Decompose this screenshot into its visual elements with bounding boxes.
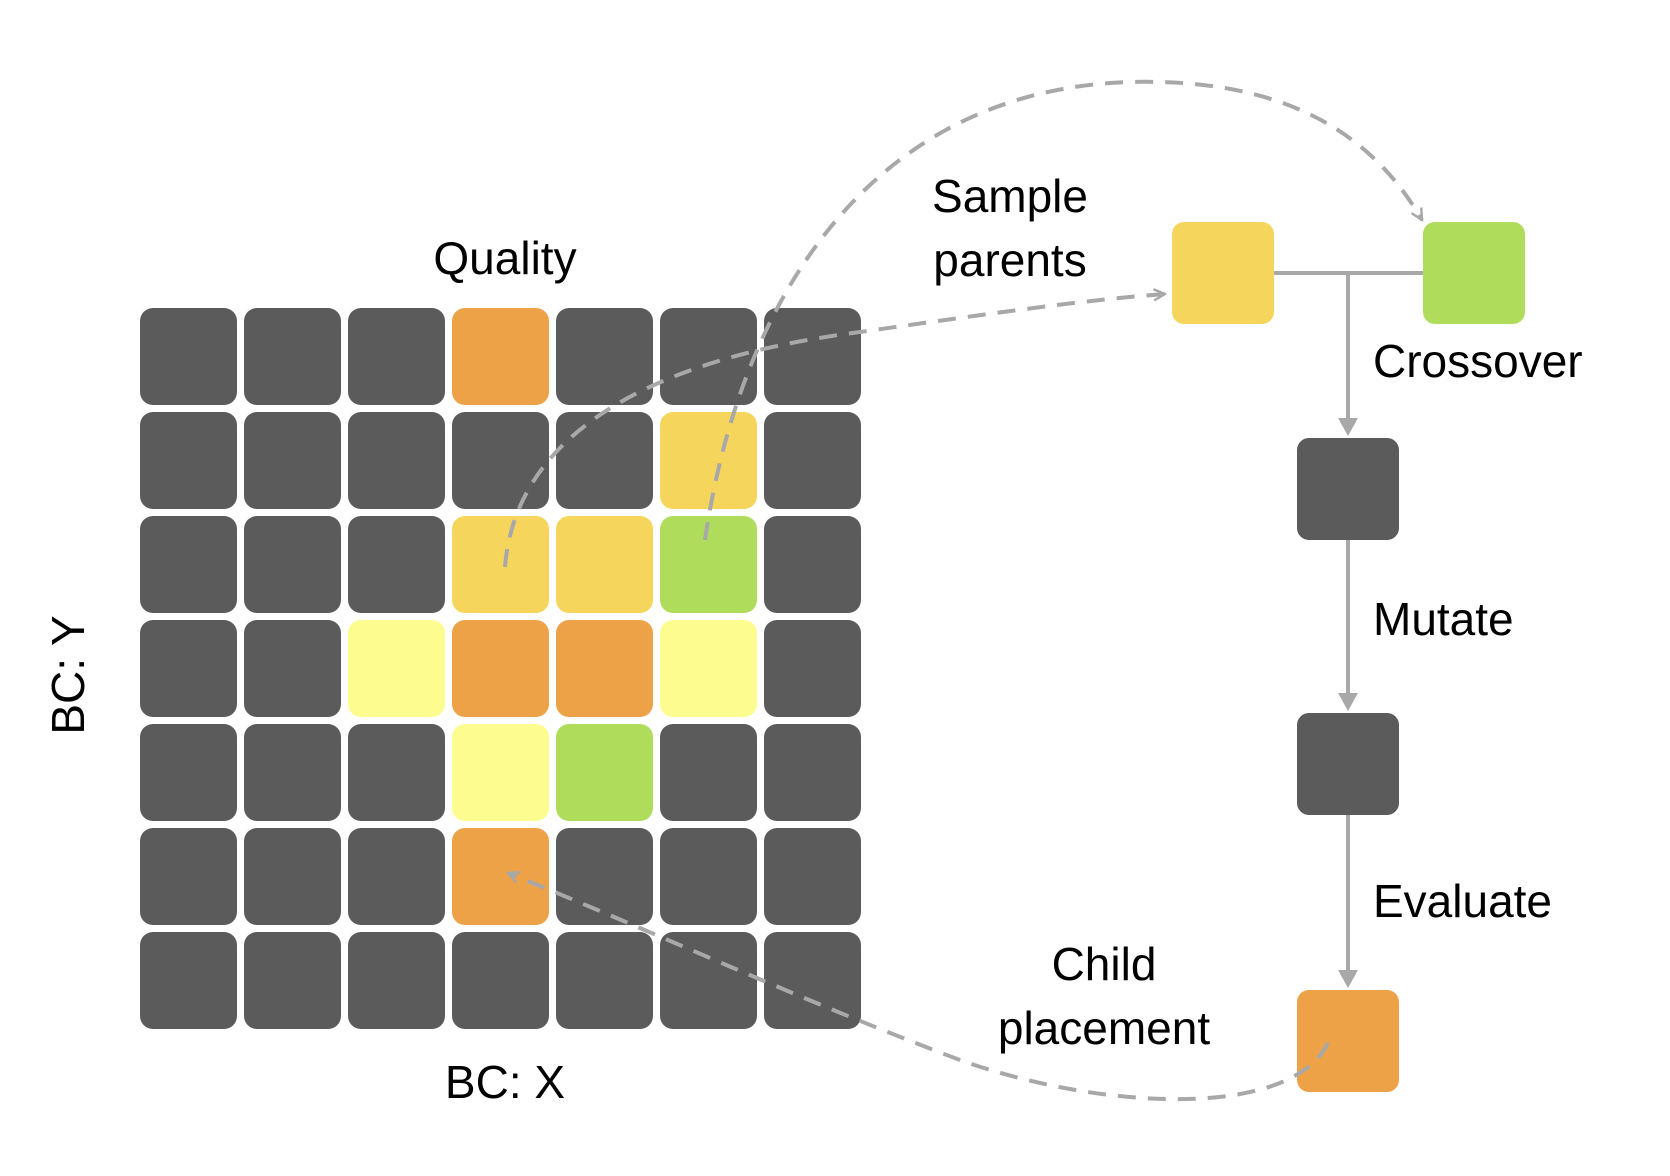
mutate-connector	[1338, 540, 1358, 711]
archive-cell-r4-c1-empty	[244, 724, 341, 821]
bc-x-axis-label: BC: X	[445, 1056, 565, 1108]
archive-cell-r4-c0-empty	[140, 724, 237, 821]
archive-cell-r4-c6-empty	[764, 724, 861, 821]
archive-cell-r1-c6-empty	[764, 412, 861, 509]
archive-cell-r6-c1-empty	[244, 932, 341, 1029]
crossover-label: Crossover	[1373, 335, 1583, 387]
archive-cell-r3-c6-empty	[764, 620, 861, 717]
archive-cell-r5-c0-empty	[140, 828, 237, 925]
archive-cell-r3-c3-filled	[452, 620, 549, 717]
archive-cell-r3-c2-filled	[348, 620, 445, 717]
archive-cell-r6-c2-empty	[348, 932, 445, 1029]
child-placement-label-line2: placement	[998, 1002, 1210, 1054]
archive-cell-r1-c5-filled	[660, 412, 757, 509]
evaluate-label: Evaluate	[1373, 875, 1552, 927]
parent-a-cell	[1172, 222, 1274, 324]
archive-cell-r2-c3-filled	[452, 516, 549, 613]
mutate-label: Mutate	[1373, 593, 1514, 645]
sample-parent-b-arrow	[703, 79, 1424, 541]
archive-cell-r1-c4-empty	[556, 412, 653, 509]
archive-cell-r2-c5-filled	[660, 516, 757, 613]
archive-cell-r4-c5-empty	[660, 724, 757, 821]
sample-parent-a-arrow	[503, 294, 1165, 568]
archive-cell-r1-c2-empty	[348, 412, 445, 509]
evaluate-connector	[1338, 815, 1358, 988]
child-placement-arrow	[508, 873, 1330, 1102]
sample-parents-label-line2: parents	[933, 234, 1086, 286]
quality-label: Quality	[433, 232, 576, 284]
archive-cell-r0-c4-empty	[556, 308, 653, 405]
bc-y-axis-label: BC: Y	[42, 615, 94, 734]
archive-cell-r6-c6-empty	[764, 932, 861, 1029]
sample-parents-label-line1: Sample	[932, 170, 1088, 222]
archive-cell-r6-c5-empty	[660, 932, 757, 1029]
archive-cell-r0-c5-empty	[660, 308, 757, 405]
archive-cell-r4-c4-filled	[556, 724, 653, 821]
evaluated-cell	[1297, 990, 1399, 1092]
archive-grid	[140, 308, 861, 1029]
archive-cell-r0-c6-empty	[764, 308, 861, 405]
archive-cell-r2-c1-empty	[244, 516, 341, 613]
archive-cell-r1-c3-empty	[452, 412, 549, 509]
archive-cell-r3-c5-filled	[660, 620, 757, 717]
archive-cell-r2-c2-empty	[348, 516, 445, 613]
archive-cell-r6-c3-empty	[452, 932, 549, 1029]
archive-cell-r6-c4-empty	[556, 932, 653, 1029]
archive-cell-r6-c0-empty	[140, 932, 237, 1029]
mutated-cell	[1297, 713, 1399, 815]
archive-cell-r5-c6-empty	[764, 828, 861, 925]
archive-cell-r2-c4-filled	[556, 516, 653, 613]
archive-cell-r5-c5-empty	[660, 828, 757, 925]
archive-cell-r5-c4-empty	[556, 828, 653, 925]
archive-cell-r3-c4-filled	[556, 620, 653, 717]
archive-cell-r0-c2-empty	[348, 308, 445, 405]
archive-cell-r5-c3-filled	[452, 828, 549, 925]
archive-cell-r5-c2-empty	[348, 828, 445, 925]
archive-cell-r0-c0-empty	[140, 308, 237, 405]
archive-cell-r0-c3-filled	[452, 308, 549, 405]
archive-cell-r3-c1-empty	[244, 620, 341, 717]
archive-cell-r1-c0-empty	[140, 412, 237, 509]
parent-b-cell	[1423, 222, 1525, 324]
archive-cell-r2-c6-empty	[764, 516, 861, 613]
child-placement-label-line1: Child	[1052, 938, 1157, 990]
archive-cell-r4-c2-empty	[348, 724, 445, 821]
archive-cell-r0-c1-empty	[244, 308, 341, 405]
archive-cell-r5-c1-empty	[244, 828, 341, 925]
crossover-connector	[1274, 271, 1423, 436]
offspring-cell	[1297, 438, 1399, 540]
archive-cell-r4-c3-filled	[452, 724, 549, 821]
archive-cell-r3-c0-empty	[140, 620, 237, 717]
archive-cell-r1-c1-empty	[244, 412, 341, 509]
archive-cell-r2-c0-empty	[140, 516, 237, 613]
